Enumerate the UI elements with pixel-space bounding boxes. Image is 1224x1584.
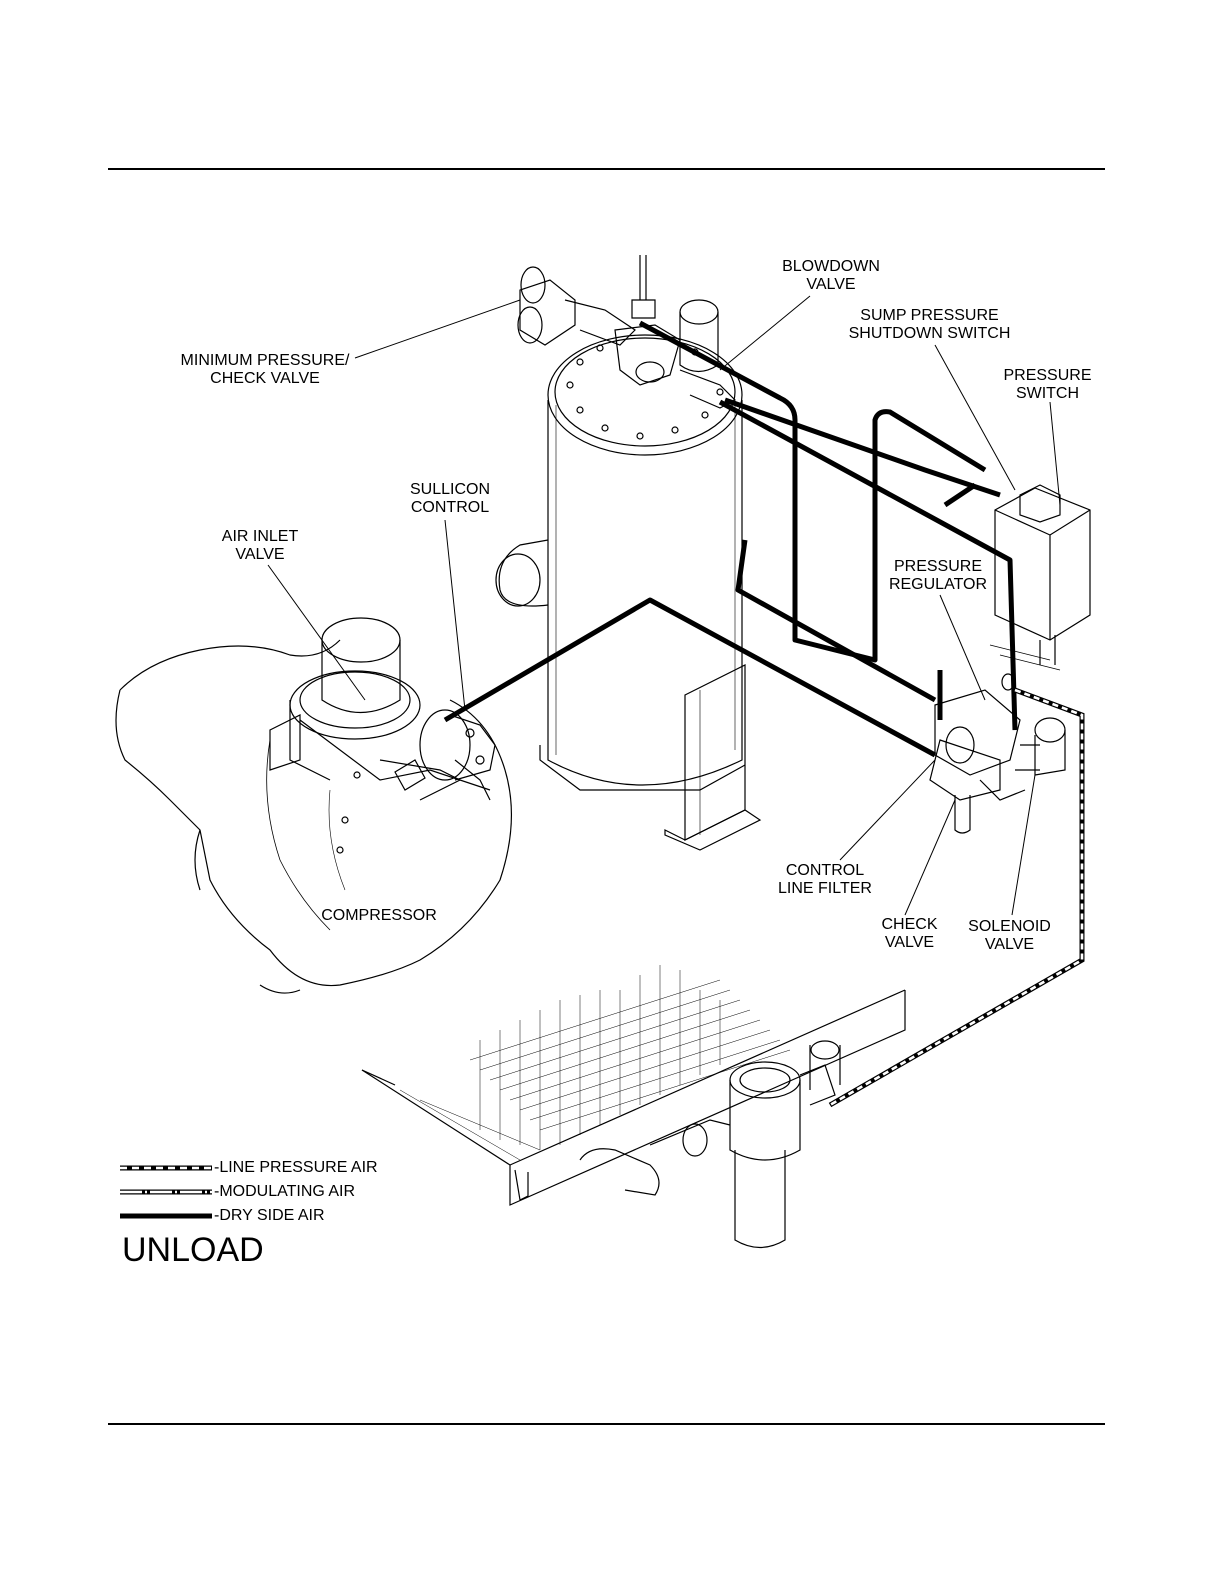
dry-air-line-stub xyxy=(945,485,975,505)
cooler-radiator xyxy=(362,965,905,1205)
pressure-switch-box xyxy=(990,485,1090,690)
legend-label-modulating: -MODULATING AIR xyxy=(214,1183,355,1201)
legend-line-pressure-air: -LINE PRESSURE AIR xyxy=(120,1158,378,1178)
mode-title: UNLOAD xyxy=(122,1230,264,1270)
legend-swatch-dry-side xyxy=(120,1211,212,1221)
legend-modulating-air: -MODULATING AIR xyxy=(120,1182,355,1202)
dry-air-line-sullicon xyxy=(445,600,935,755)
legend-label-line-pressure: -LINE PRESSURE AIR xyxy=(214,1159,378,1177)
label-minimum-pressure-check-valve: MINIMUM PRESSURE/CHECK VALVE xyxy=(175,352,355,388)
sullicon-control-assembly xyxy=(420,710,495,800)
legend-label-dry-side: -DRY SIDE AIR xyxy=(214,1207,325,1225)
legend-dry-side-air: -DRY SIDE AIR xyxy=(120,1206,325,1226)
min-pressure-valve-assembly xyxy=(518,255,735,408)
dry-side-air-lines xyxy=(445,323,1015,755)
line-filter xyxy=(580,1041,840,1248)
compressor-body xyxy=(116,640,511,993)
legend-swatch-modulating xyxy=(120,1187,212,1197)
air-inlet-valve-assembly xyxy=(270,618,490,800)
dry-air-line-blowdown xyxy=(640,323,985,660)
tank-support-bracket xyxy=(665,665,760,850)
label-compressor: COMPRESSOR xyxy=(315,907,443,925)
legend-swatch-line-pressure xyxy=(120,1163,212,1173)
